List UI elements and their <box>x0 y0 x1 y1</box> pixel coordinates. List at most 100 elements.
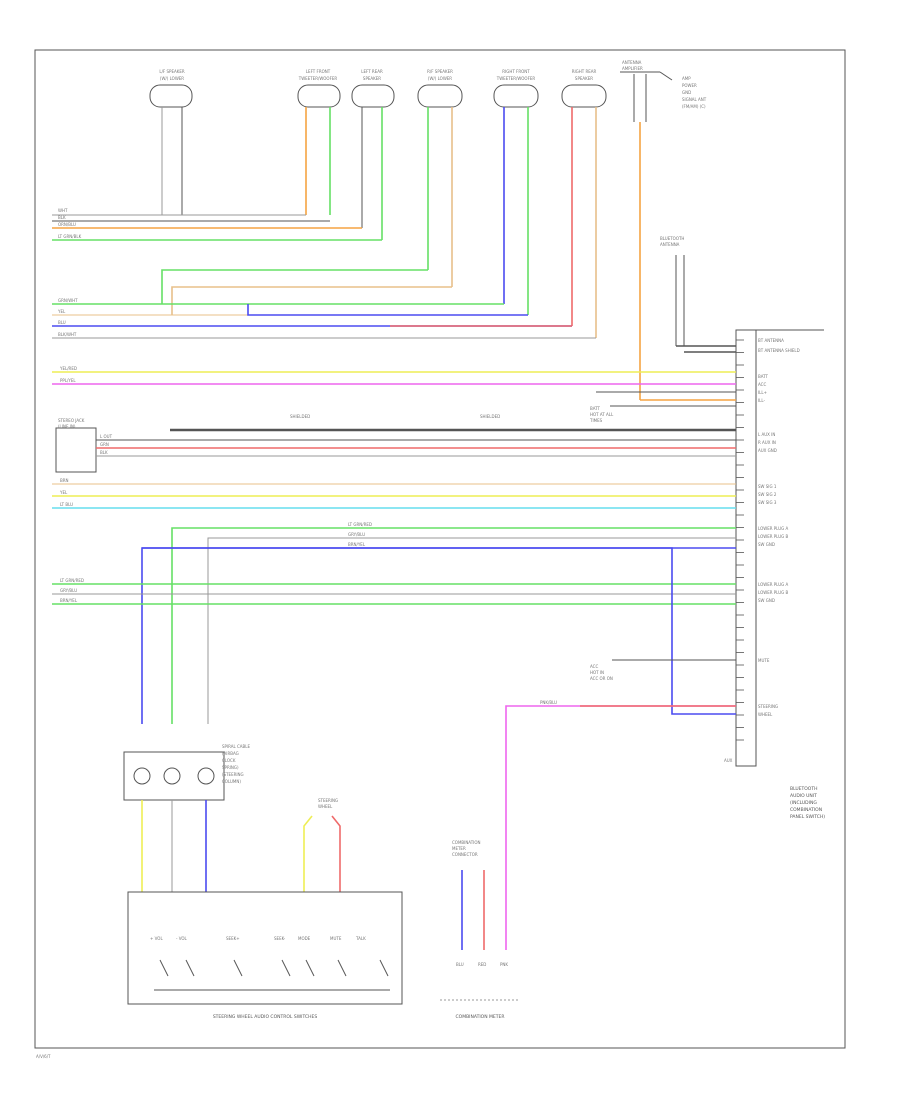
svg-text:BLUETOOTH: BLUETOOTH <box>660 236 684 241</box>
svg-text:GRY/BLU: GRY/BLU <box>60 588 77 593</box>
bus-wires: BRN YEL LT BLU <box>52 478 736 509</box>
svg-text:(W/) LOWER: (W/) LOWER <box>160 76 184 81</box>
svg-text:ACC: ACC <box>590 664 598 669</box>
svg-text:LT GRN/BLK: LT GRN/BLK <box>58 234 82 239</box>
lr-speaker: LEFT REAR SPEAKER <box>351 69 395 108</box>
svg-text:L AUX IN: L AUX IN <box>758 432 775 437</box>
svg-text:CLOCK: CLOCK <box>222 758 236 763</box>
svg-text:ACC OR ON: ACC OR ON <box>590 676 613 681</box>
svg-text:STEERING: STEERING <box>758 704 778 709</box>
svg-text:BATT: BATT <box>758 374 769 379</box>
diagram-frame <box>34 49 846 1049</box>
svg-text:SEEK+: SEEK+ <box>226 936 240 941</box>
svg-text:BLK/WHT: BLK/WHT <box>58 332 77 337</box>
svg-text:(FM/AM) (C): (FM/AM) (C) <box>682 104 706 109</box>
svg-text:LOWER PLUG B: LOWER PLUG B <box>758 534 789 539</box>
svg-text:LT GRN/RED: LT GRN/RED <box>60 578 84 583</box>
svg-text:SW SIG 3: SW SIG 3 <box>758 500 777 505</box>
svg-text:GND: GND <box>682 90 691 95</box>
svg-text:STEERING: STEERING <box>318 798 338 803</box>
svg-text:SW GND: SW GND <box>758 598 775 603</box>
svg-text:SPEAKER: SPEAKER <box>575 76 593 81</box>
radio-pin-ticks <box>736 339 744 741</box>
svg-text:SW SIG 1: SW SIG 1 <box>758 484 777 489</box>
combination-meter: COMBINATION METER CONNECTOR COMBINATION … <box>440 700 557 1020</box>
svg-text:STEREO JACK: STEREO JACK <box>58 418 85 423</box>
steering-wheel-switches: STEERING WHEEL STEERING WHEEL AUDIO CONT… <box>127 798 403 1020</box>
svg-text:YEL: YEL <box>57 309 66 314</box>
svg-text:ANTENNA: ANTENNA <box>660 242 680 247</box>
spiral-cable: SPIRAL CABLE (AIRBAG CLOCK SPRING) (STEE… <box>123 744 250 914</box>
svg-text:HOT AT ALL: HOT AT ALL <box>590 412 614 417</box>
antenna-amplifier: ANTENNA AMPLIFIER AMP POWER GND SIGNAL A… <box>620 60 707 122</box>
svg-text:COMBINATION: COMBINATION <box>452 840 481 845</box>
svg-text:BRN: BRN <box>60 478 69 483</box>
svg-text:LEFT REAR: LEFT REAR <box>361 69 383 74</box>
svg-text:MUTE: MUTE <box>330 936 342 941</box>
svg-text:R AUX IN: R AUX IN <box>758 440 776 445</box>
svg-text:(LINE IN): (LINE IN) <box>58 424 76 429</box>
svg-text:GRN/WHT: GRN/WHT <box>58 298 78 303</box>
svg-text:LOWER PLUG A: LOWER PLUG A <box>758 526 789 531</box>
svg-text:TWEETER/WOOFER: TWEETER/WOOFER <box>496 76 536 81</box>
svg-text:(INCLUDING: (INCLUDING <box>790 800 817 806</box>
rr-speaker: RIGHT REAR SPEAKER <box>561 69 607 108</box>
svg-text:ANTENNA: ANTENNA <box>622 60 642 65</box>
svg-text:LOWER PLUG B: LOWER PLUG B <box>758 590 789 595</box>
svg-text:BT ANTENNA SHIELD: BT ANTENNA SHIELD <box>758 348 800 353</box>
svg-text:SPIRAL CABLE: SPIRAL CABLE <box>222 744 250 749</box>
svg-text:SHIELDED: SHIELDED <box>480 414 500 419</box>
rf-tweeter: RIGHT FRONT TWEETER/WOOFER <box>493 69 539 108</box>
svg-text:LEFT FRONT: LEFT FRONT <box>306 69 331 74</box>
svg-text:COMBINATION: COMBINATION <box>790 807 822 813</box>
svg-text:TALK: TALK <box>355 936 366 941</box>
svg-text:WHT: WHT <box>58 208 68 213</box>
speaker-wire-bus-top: WHT BLK ORN/BLU LT GRN/BLK <box>52 208 382 241</box>
svg-text:BLK: BLK <box>58 215 66 220</box>
spiral-wires-b: LT GRN/RED GRY/BLU BRN/YEL <box>52 578 736 605</box>
svg-text:BLUETOOTH: BLUETOOTH <box>790 786 817 792</box>
svg-text:ACC: ACC <box>758 382 766 387</box>
svg-text:L OUT: L OUT <box>100 434 113 439</box>
svg-text:ILL-: ILL- <box>758 398 766 403</box>
stereo-jack: STEREO JACK (LINE IN) L OUT GRN BLK SHIE… <box>55 414 736 473</box>
svg-text:WHEEL: WHEEL <box>758 712 773 717</box>
svg-text:BLK: BLK <box>100 450 108 455</box>
rf-door-speaker: R/F SPEAKER (W/) LOWER <box>417 69 463 108</box>
svg-text:RIGHT FRONT: RIGHT FRONT <box>502 69 530 74</box>
svg-text:- VOL: - VOL <box>176 936 188 941</box>
svg-text:HOT IN: HOT IN <box>590 670 604 675</box>
power-wires: YEL/RED PPL/YEL BATT HOT AT ALL TIMES <box>52 366 736 423</box>
svg-text:LT BLU: LT BLU <box>60 502 73 507</box>
svg-text:TIMES: TIMES <box>589 418 603 423</box>
svg-text:COMBINATION METER: COMBINATION METER <box>456 1014 505 1020</box>
spiral-wires-a: LT GRN/RED GRY/BLU BRN/YEL <box>141 522 736 724</box>
svg-text:PNK: PNK <box>500 962 508 967</box>
svg-text:BRN/YEL: BRN/YEL <box>60 598 78 603</box>
svg-text:GRY/BLU: GRY/BLU <box>348 532 365 537</box>
svg-text:BLU: BLU <box>58 320 66 325</box>
svg-text:MUTE: MUTE <box>758 658 770 663</box>
svg-text:WHEEL: WHEEL <box>318 804 333 809</box>
svg-text:ILL+: ILL+ <box>758 390 767 395</box>
svg-text:RED: RED <box>478 962 486 967</box>
svg-text:SPRING): SPRING) <box>222 765 239 770</box>
svg-text:YEL: YEL <box>59 490 68 495</box>
svg-text:MODE: MODE <box>298 936 311 941</box>
svg-text:BRN/YEL: BRN/YEL <box>348 542 366 547</box>
svg-text:GRN: GRN <box>100 442 109 447</box>
svg-text:AMPLIFIER: AMPLIFIER <box>622 66 643 71</box>
lf-tweeter: LEFT FRONT TWEETER/WOOFER <box>297 69 341 108</box>
svg-text:AUX: AUX <box>724 758 733 763</box>
svg-text:L/F SPEAKER: L/F SPEAKER <box>159 69 185 74</box>
svg-text:(W/) LOWER: (W/) LOWER <box>428 76 452 81</box>
svg-text:TWEETER/WOOFER: TWEETER/WOOFER <box>298 76 338 81</box>
svg-text:LT GRN/RED: LT GRN/RED <box>348 522 372 527</box>
svg-text:PNK/BLU: PNK/BLU <box>540 700 557 705</box>
svg-text:YEL/RED: YEL/RED <box>59 366 77 371</box>
svg-text:POWER: POWER <box>682 83 697 88</box>
svg-text:SIGNAL ANT: SIGNAL ANT <box>682 97 707 102</box>
svg-text:SW GND: SW GND <box>758 542 775 547</box>
page-code: A/V/6/T <box>36 1054 51 1059</box>
svg-text:METER: METER <box>452 846 466 851</box>
